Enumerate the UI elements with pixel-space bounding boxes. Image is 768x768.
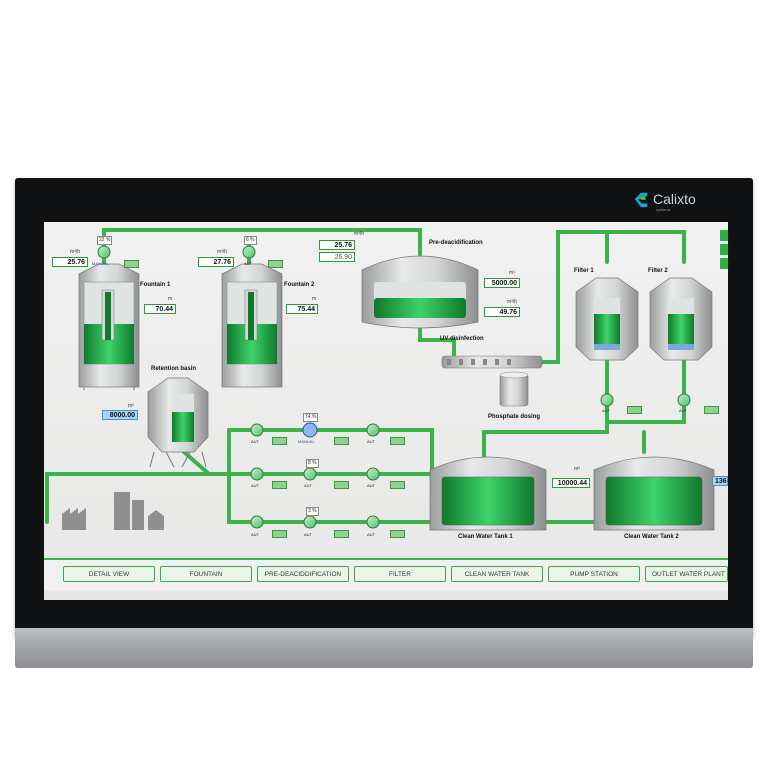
retention-label: Retention basin [151,366,197,372]
process-diagram [45,228,715,531]
fountain-2-level: 75.44 [286,304,318,314]
pump-button[interactable] [334,481,349,489]
cwt-1-label: Clean Water Tank 1 [458,534,513,540]
pump-mode[interactable]: AUT [304,532,312,537]
flow-unit: m³/h [70,249,80,255]
predeacid-label: Pre-deacidification [429,240,483,246]
height-unit: m [312,296,317,302]
factory-icon [62,492,164,530]
nav-pre-deacidification[interactable]: PRE-DEACIDDIFICATION [257,566,349,582]
clean-water-tank-2 [593,456,715,531]
fountain-1-level: 70.44 [144,304,176,314]
pump-button[interactable] [334,437,349,445]
pre-deacidification-tank [361,255,479,329]
fountain-1-pump-button[interactable] [124,260,139,268]
side-button[interactable] [720,258,728,269]
filter-2-pump-mode[interactable]: AUT [679,408,687,413]
station-row-3-pct: 3 % [306,507,319,516]
volume-unit: m³ [574,466,580,472]
pump-mode[interactable]: AUT [367,532,375,537]
brand-name: Calixto [653,191,696,207]
cwt-volume: 10000.44 [552,478,590,488]
fountain-1-label: Fountain 1 [140,282,171,288]
station-row-1-mode[interactable]: MANUAL [298,439,315,444]
retention-volume[interactable]: 8000.00 [102,410,138,420]
filter-2-tank [649,277,713,361]
filter-1-label: Filter 1 [574,268,594,274]
retention-basin [147,377,209,468]
predeacid-flow: 49.76 [484,307,520,317]
flow-unit: m³/h [354,231,364,237]
flow-unit: m³/h [217,249,227,255]
pump-mode[interactable]: AUT [251,483,259,488]
flow-unit: m³/h [507,299,517,305]
pump-button[interactable] [390,481,405,489]
fountain-2-pump-pct: 6 % [244,236,257,245]
pump-button[interactable] [334,530,349,538]
pump-mode[interactable]: AUT [251,439,259,444]
nav-fountain[interactable]: FOUNTAIN [160,566,252,582]
predeacid-volume: 5000.00 [484,278,520,288]
fountain-1-tank [78,263,140,390]
nav-outlet-water-plant[interactable]: OUTLET WATER PLANT [645,566,728,582]
fountain-1-pump-pct: 22 % [97,236,113,245]
right-partial-value[interactable]: 136 [712,476,728,486]
brand-tagline: systems [656,207,671,212]
pump-mode[interactable]: AUT [304,483,312,488]
clean-water-tank-1 [429,456,547,531]
pump-button[interactable] [272,481,287,489]
bottom-navigation: DETAIL VIEW FOUNTAIN PRE-DEACIDDIFICATIO… [44,558,728,590]
fountain-2-label: Fountain 2 [284,282,315,288]
header-flow-2: 26.90 [319,252,355,262]
fountain-2-pump-button[interactable] [268,260,283,268]
filter-1-tank [575,277,639,361]
volume-unit: m³ [128,403,134,409]
cwt-2-label: Clean Water Tank 2 [624,534,679,540]
nav-filter[interactable]: FILTER [354,566,446,582]
pump-mode[interactable]: AUT [367,483,375,488]
side-button[interactable] [720,230,728,241]
nav-detail-view[interactable]: DETAIL VIEW [63,566,155,582]
nav-pump-station[interactable]: PUMP STATION [548,566,640,582]
phosphate-dosing-unit [499,371,529,407]
fountain-1-flow: 25.76 [52,257,88,267]
phosphate-label: Phosphate dosing [488,414,541,420]
scada-screen: Fountain 1 Fountain 2 Retention basin Pr… [44,222,728,600]
filter-1-pump-mode[interactable]: AUT [602,408,610,413]
pump-mode[interactable]: AUT [251,532,259,537]
pumps [97,245,691,529]
height-unit: m [168,296,173,302]
station-row-1-pct: 74 % [303,413,319,422]
filter-2-pump-button[interactable] [704,406,719,414]
volume-unit: m³ [509,270,515,276]
pump-button[interactable] [272,530,287,538]
filter-1-pump-button[interactable] [627,406,642,414]
monitor-chin [15,628,753,668]
fountain-2-tank [221,263,283,388]
calixto-logo-icon [634,192,648,208]
brand-logo: Calixto [632,190,696,208]
fountain-1-pump-mode[interactable]: MANUAL [92,261,109,266]
nav-clean-water-tank[interactable]: CLEAN WATER TANK [451,566,543,582]
fountain-2-flow: 27.76 [198,257,234,267]
uv-disinfection-unit [441,355,543,369]
filter-2-label: Filter 2 [648,268,668,274]
side-button[interactable] [720,244,728,255]
station-row-2-pct: 8 % [306,459,319,468]
fountain-2-pump-mode[interactable]: AUT [244,261,252,266]
pump-button[interactable] [390,530,405,538]
header-flow-1: 25.76 [319,240,355,250]
pump-mode[interactable]: AUT [367,439,375,444]
uv-label: UV disinfection [440,336,484,342]
pump-button[interactable] [272,437,287,445]
pump-button[interactable] [390,437,405,445]
